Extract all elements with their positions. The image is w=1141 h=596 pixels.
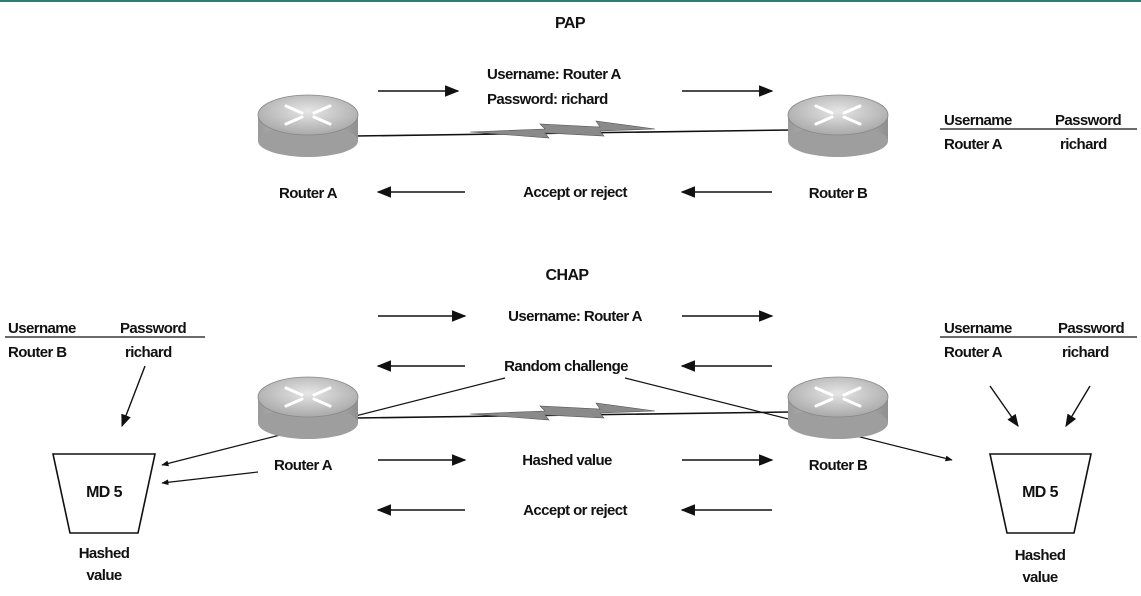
- pap-router-a-label: Router A: [279, 185, 338, 202]
- left-table-password: richard: [125, 344, 172, 361]
- pap-title: PAP: [555, 15, 586, 32]
- pap-table-password: richard: [1060, 136, 1107, 153]
- pap-password-message: Password: richard: [487, 91, 608, 108]
- pap-table-header-username: Username: [944, 112, 1012, 129]
- pap-router-b-label: Router B: [809, 185, 868, 202]
- left-table-header-username: Username: [8, 320, 76, 337]
- lightning-bolt-icon: [469, 402, 656, 421]
- right-hashed-output-line2: value: [1022, 569, 1058, 586]
- left-hashed-output-line1: Hashed: [79, 545, 130, 562]
- right-hashed-output-line1: Hashed: [1015, 547, 1066, 564]
- right-username-to-md5: [989, 385, 1019, 428]
- left-password-to-md5: [121, 365, 146, 428]
- router-icon: [257, 94, 359, 157]
- right-md5-label: MD 5: [1022, 484, 1059, 501]
- chap-username-message: Username: Router A: [508, 308, 642, 325]
- top-rule: [0, 0, 1141, 2]
- pap-table-header-password: Password: [1055, 112, 1121, 129]
- chap-router-a-label: Router A: [274, 457, 333, 474]
- right-table-header-password: Password: [1058, 320, 1124, 337]
- left-table-header-password: Password: [120, 320, 186, 337]
- md5-funnel-icon: [52, 453, 156, 534]
- md5-funnel-icon: [989, 453, 1092, 534]
- left-md5-label: MD 5: [86, 484, 123, 501]
- chap-hashed-value: Hashed value: [522, 452, 612, 469]
- left-table-username: Router B: [8, 344, 67, 361]
- router-icon: [787, 376, 889, 439]
- right-password-to-md5: [1065, 385, 1091, 428]
- pap-accept-reject: Accept or reject: [523, 184, 627, 201]
- chap-random-challenge: Random challenge: [504, 358, 628, 375]
- chap-left-credential-table: Username Password Router B richard: [5, 320, 205, 361]
- pap-username-message: Username: Router A: [487, 66, 621, 83]
- pap-credential-table: Username Password Router A richard: [940, 112, 1137, 153]
- chap-router-b-label: Router B: [809, 457, 868, 474]
- left-hashed-output-line2: value: [86, 567, 122, 584]
- chap-accept-reject: Accept or reject: [523, 502, 627, 519]
- router-icon: [257, 376, 359, 439]
- chap-title: CHAP: [546, 267, 590, 284]
- chap-right-credential-table: Username Password Router A richard: [940, 320, 1137, 361]
- pap-table-username: Router A: [944, 136, 1003, 153]
- router-a-to-left-md5: [161, 471, 259, 486]
- right-table-header-username: Username: [944, 320, 1012, 337]
- router-icon: [787, 94, 889, 157]
- lightning-bolt-icon: [469, 120, 656, 139]
- right-table-username: Router A: [944, 344, 1003, 361]
- right-table-password: richard: [1062, 344, 1109, 361]
